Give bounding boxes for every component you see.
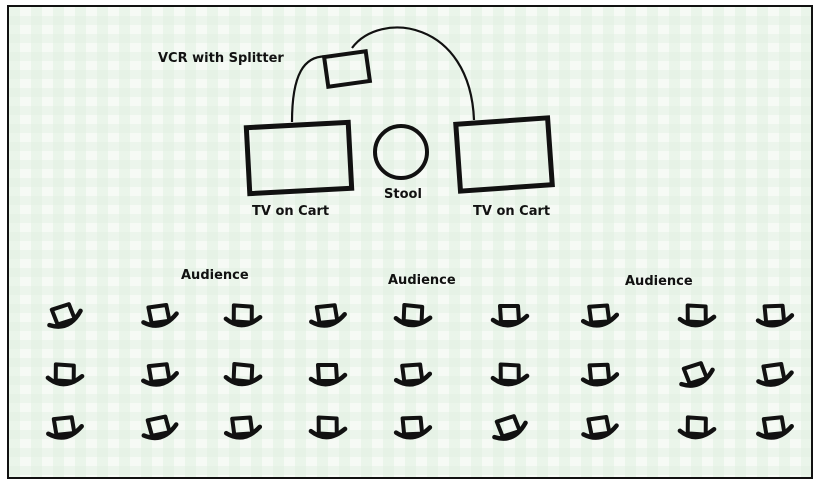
tv-cart-left (243, 119, 355, 197)
audience-seat (756, 362, 794, 387)
audience-seat (581, 415, 619, 440)
vcr-box (321, 48, 373, 90)
audience-seat (223, 415, 263, 440)
audience-seat (45, 362, 85, 387)
audience-seat (580, 303, 620, 328)
audience-seat (393, 303, 433, 328)
stool-circle (373, 124, 429, 180)
tv-left-label: TV on Cart (252, 204, 329, 219)
audience-seat (393, 362, 433, 387)
audience-seat (308, 363, 348, 387)
audience-seat (756, 415, 794, 440)
tv-cart-right (453, 115, 555, 194)
audience-seat (393, 415, 433, 440)
audience-seats (45, 302, 795, 441)
audience-seat (492, 414, 528, 441)
diagram-frame (7, 5, 813, 479)
audience-label-right: Audience (625, 274, 693, 289)
audience-label-center: Audience (388, 273, 456, 288)
audience-seat (141, 414, 179, 441)
cable-right (351, 26, 476, 121)
audience-seat (223, 303, 263, 328)
audience-seat (490, 362, 530, 387)
audience-seat (223, 362, 263, 387)
audience-seat (490, 304, 530, 328)
audience-seat (308, 415, 348, 440)
vcr-label: VCR with Splitter (158, 51, 284, 66)
audience-seat (580, 362, 620, 387)
audience-seat (677, 415, 717, 440)
audience-seat (46, 415, 84, 440)
audience-seat (679, 361, 715, 388)
audience-seat (677, 303, 717, 328)
audience-seat (309, 303, 347, 328)
tv-right-label: TV on Cart (473, 204, 550, 219)
audience-seat (141, 362, 179, 387)
audience-seat (755, 303, 795, 328)
audience-seat (47, 302, 83, 329)
audience-label-left: Audience (181, 268, 249, 283)
stool-label: Stool (384, 187, 422, 202)
audience-seat (141, 303, 179, 328)
